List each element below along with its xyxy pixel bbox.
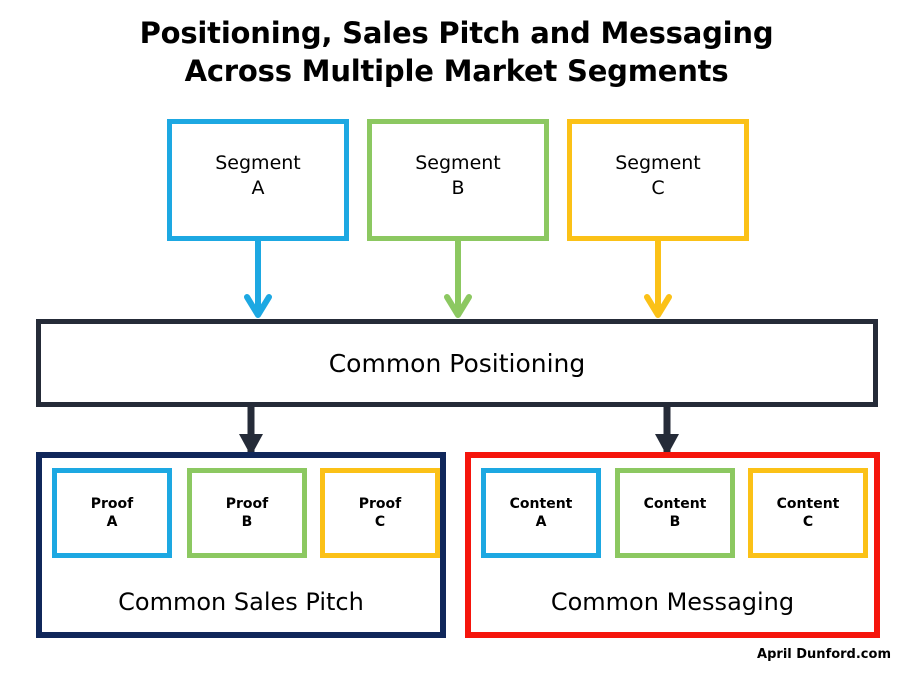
content-b-letter: B	[669, 514, 681, 530]
content-a-letter: A	[535, 514, 547, 530]
common-sales-pitch-box: Proof A Proof B Proof C Common Sales Pit…	[36, 452, 446, 638]
content-box-b: Content B	[615, 468, 735, 558]
content-box-a: Content A	[481, 468, 601, 558]
segment-a-letter: A	[251, 177, 265, 199]
title-line-1: Positioning, Sales Pitch and Messaging	[139, 16, 774, 50]
proof-boxes-row: Proof A Proof B Proof C	[42, 458, 440, 632]
title-line-2: Across Multiple Market Segments	[184, 54, 729, 88]
segment-a-label: Segment	[215, 152, 301, 174]
common-positioning-label: Common Positioning	[328, 348, 586, 378]
content-c-letter: C	[802, 514, 814, 530]
content-b-label: Content	[643, 496, 707, 512]
segment-c-label: Segment	[615, 152, 701, 174]
content-boxes-row: Content A Content B Content C	[471, 458, 874, 632]
content-box-c: Content C	[748, 468, 868, 558]
common-messaging-box: Content A Content B Content C Common Mes…	[465, 452, 880, 638]
common-messaging-label: Common Messaging	[550, 588, 795, 616]
segment-c-letter: C	[651, 177, 665, 199]
segment-b-label: Segment	[415, 152, 501, 174]
proof-b-letter: B	[241, 514, 253, 530]
proof-c-label: Proof	[358, 496, 402, 512]
arrow-down-to-sales-pitch-icon	[234, 404, 268, 456]
proof-a-label: Proof	[90, 496, 134, 512]
content-a-label: Content	[509, 496, 573, 512]
segment-box-c: Segment C	[567, 119, 749, 241]
proof-a-letter: A	[106, 514, 118, 530]
content-c-label: Content	[776, 496, 840, 512]
segment-box-a: Segment A	[167, 119, 349, 241]
proof-box-b: Proof B	[187, 468, 307, 558]
common-sales-pitch-label: Common Sales Pitch	[118, 588, 364, 616]
proof-b-label: Proof	[225, 496, 269, 512]
arrow-down-segment-c-icon	[643, 239, 673, 319]
arrow-down-to-messaging-icon	[650, 404, 684, 456]
arrow-down-segment-b-icon	[443, 239, 473, 319]
arrow-down-segment-a-icon	[243, 239, 273, 319]
common-positioning-box: Common Positioning	[36, 319, 878, 407]
page-title: Positioning, Sales Pitch and Messaging A…	[0, 14, 913, 90]
proof-box-a: Proof A	[52, 468, 172, 558]
proof-box-c: Proof C	[320, 468, 440, 558]
segment-box-b: Segment B	[367, 119, 549, 241]
segment-b-letter: B	[451, 177, 465, 199]
attribution-text: April Dunford.com	[757, 647, 891, 662]
proof-c-letter: C	[374, 514, 386, 530]
